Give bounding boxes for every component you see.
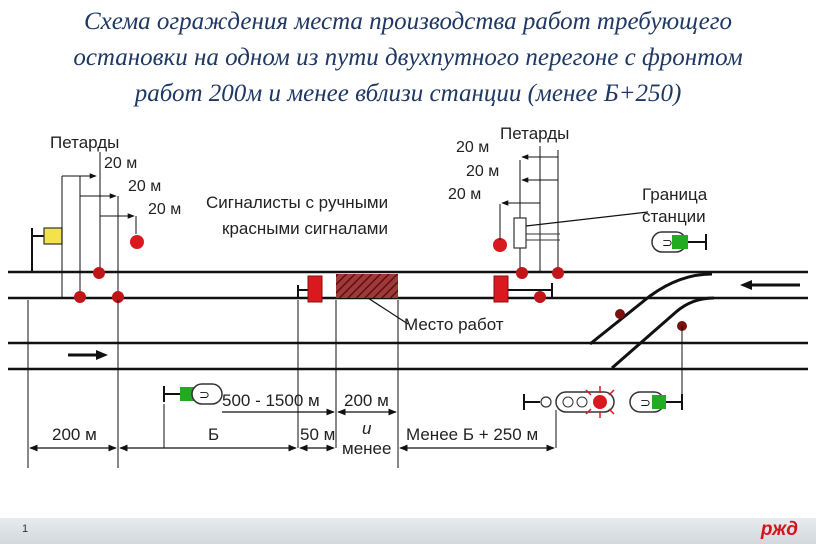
stop-board-icon	[493, 275, 509, 303]
dim-less-b250-label: Менее Б + 250 м	[406, 425, 538, 444]
entrance-signal-bottom: ⊃	[629, 391, 683, 413]
petard-icon	[93, 267, 105, 279]
tracks	[8, 270, 808, 371]
title-line-1: Схема ограждения места производства рабо…	[83, 8, 733, 35]
green-signal-light-icon	[672, 235, 688, 249]
left-petards-group: Петарды 20 м 20 м 20 м	[50, 133, 181, 303]
stop-board-icon	[307, 275, 323, 303]
dimension-extension-lines	[27, 300, 557, 468]
stop-signal-left	[297, 275, 323, 303]
red-signal-light-icon	[593, 395, 607, 409]
dim-or-label: и	[362, 419, 372, 438]
petard-icon	[552, 267, 564, 279]
dist-20m-label-2: 20 м	[128, 178, 161, 195]
dim-200m-label: 200 м	[52, 425, 97, 444]
dist-20m-label-6: 20 м	[448, 186, 481, 203]
signalman-red-signal-icon	[493, 238, 507, 252]
border-post-icon	[513, 217, 527, 249]
dim-b-label: Б	[208, 425, 219, 444]
title-line-2: остановки на одном из пути двухпутного п…	[73, 44, 743, 71]
petards-left-label: Петарды	[50, 133, 119, 152]
station-border-post: Граница станции	[513, 185, 708, 249]
direction-arrows	[68, 280, 800, 360]
stop-signal-right	[493, 275, 553, 303]
petard-icon	[112, 291, 124, 303]
dist-20m-label-4: 20 м	[456, 139, 489, 156]
dim-500-1500m-label: 500 - 1500 м	[222, 391, 320, 410]
station-border-label-line-2: станции	[642, 207, 706, 226]
title-line-3: работ 200м и менее вблизи станции (менее…	[134, 80, 682, 107]
signalman-red-signal-icon	[130, 235, 144, 249]
signal-c-glyph: ⊃	[662, 236, 673, 251]
green-signal-light-icon	[180, 387, 194, 401]
signalmen-label-line-2: красными сигналами	[222, 219, 388, 238]
petards-right-label: Петарды	[500, 124, 569, 143]
yellow-flag-signal	[31, 227, 63, 272]
signal-c-glyph: ⊃	[640, 396, 651, 411]
crossover-line-1	[589, 272, 713, 346]
yellow-flag-icon	[43, 227, 63, 245]
entrance-signal-top: ⊃	[651, 231, 707, 253]
page-number: 1	[22, 523, 29, 535]
track-obstruction-signal	[523, 386, 615, 418]
signalmen-label-line-1: Сигналисты с ручными	[206, 193, 388, 212]
dimension-lines	[29, 408, 555, 452]
work-place-label: Место работ	[404, 315, 504, 334]
station-border-label-line-1: Граница	[642, 185, 708, 204]
dim-less-label: менее	[342, 439, 391, 458]
dim-200m-work-label: 200 м	[344, 391, 389, 410]
switch-dot-icon	[615, 309, 625, 319]
dist-20m-label-3: 20 м	[148, 201, 181, 218]
rzd-logo: ржд	[760, 519, 798, 540]
slide-title: Схема ограждения места производства рабо…	[0, 4, 816, 112]
dist-20m-label-1: 20 м	[104, 155, 137, 172]
petard-icon	[74, 291, 86, 303]
signal-c-glyph: ⊃	[199, 388, 210, 403]
right-petards-group: Петарды 20 м 20 м 20 м	[448, 124, 569, 303]
slide-footer: 1 ржд	[0, 518, 816, 544]
green-signal-light-icon	[652, 395, 666, 409]
dim-50m-label: 50 м	[300, 425, 335, 444]
warning-signal-left: ⊃	[163, 383, 223, 405]
petard-icon	[516, 267, 528, 279]
crossover-line-2	[611, 296, 715, 370]
petard-icon	[534, 291, 546, 303]
signal-glow-icon	[585, 386, 615, 418]
work-zone-hatched	[336, 274, 398, 298]
dist-20m-label-5: 20 м	[466, 163, 499, 180]
